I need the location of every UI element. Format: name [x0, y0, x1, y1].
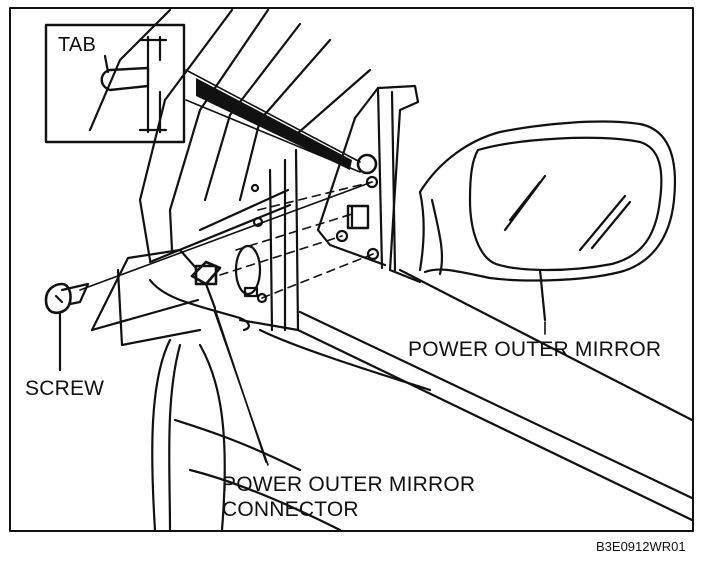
- screw-part: [44, 282, 90, 372]
- connector-label-line1: POWER OUTER MIRROR: [222, 473, 476, 496]
- screw-label: SCREW: [25, 377, 105, 400]
- connector-label-line2: CONNECTOR: [222, 498, 359, 521]
- mirror-glass-reflection-2: [508, 180, 542, 222]
- mirror-housing: [418, 120, 677, 322]
- diagram-frame: [9, 7, 694, 532]
- door-trim-panel: [90, 183, 432, 532]
- screw-axis-line: [79, 181, 373, 291]
- tab-detail-callout: [44, 23, 186, 144]
- door-frame: [88, 8, 694, 522]
- mirror-glass-reflection-4: [590, 200, 632, 250]
- mirror-base: [316, 84, 422, 284]
- tab-label: TAB: [58, 34, 97, 56]
- mirror-glass-reflection-3: [578, 194, 627, 252]
- figure-code: B3E0912WR01: [596, 539, 686, 554]
- dashed-guide-lines: [219, 181, 374, 299]
- mirror-label: POWER OUTER MIRROR: [408, 338, 662, 361]
